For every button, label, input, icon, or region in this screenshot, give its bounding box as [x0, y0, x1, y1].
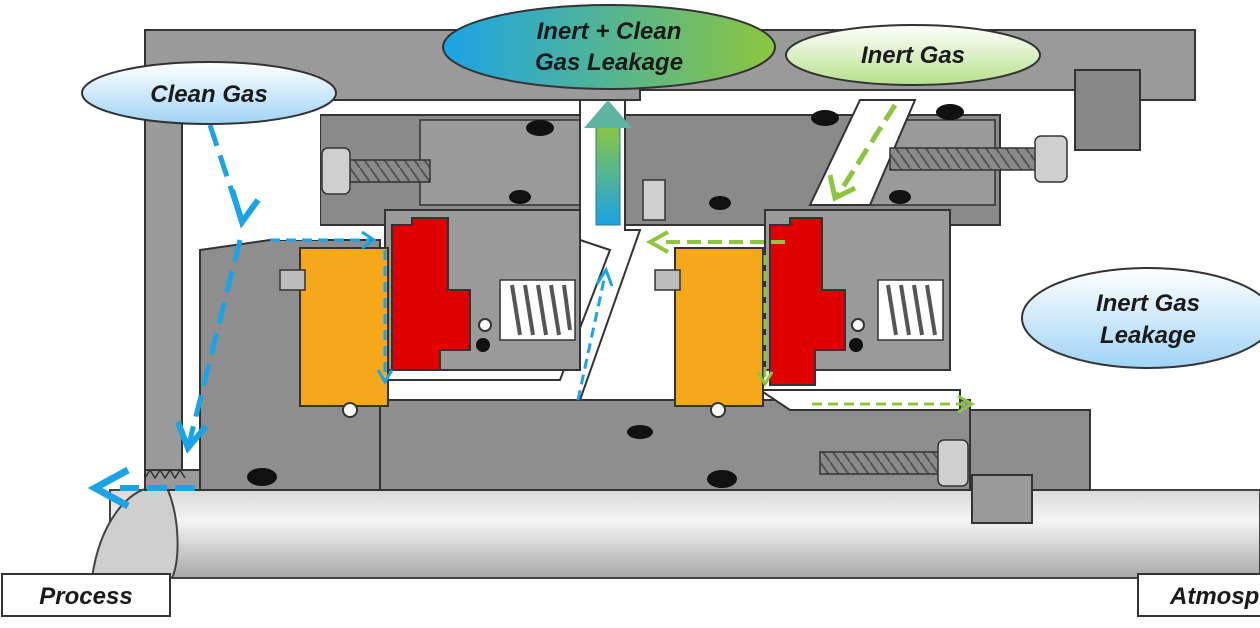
inert-clean-leakage-label-line2: Gas Leakage — [535, 49, 683, 76]
clean-gas-label: Clean Gas — [150, 81, 267, 108]
inert-gas-callout: Inert Gas — [785, 24, 1041, 86]
inert-gas-flow — [645, 103, 976, 414]
clean-gas-callout: Clean Gas — [81, 61, 337, 125]
outboard-rotating-face — [769, 217, 846, 386]
inert-gas-leakage-label-line1: Inert Gas — [1096, 290, 1200, 317]
inert-clean-leakage-callout: Inert + Clean Gas Leakage — [442, 4, 776, 90]
shaft — [90, 486, 1260, 579]
process-side-box: Process — [1, 573, 171, 617]
outboard-stationary-face — [674, 247, 764, 407]
cartridge-body — [199, 69, 1141, 524]
inboard-seal — [279, 209, 581, 418]
vent-arrow — [584, 100, 632, 226]
process-label: Process — [39, 583, 132, 610]
inboard-rotating-face — [391, 217, 471, 371]
atmosphere-side-box: Atmosp — [1137, 573, 1260, 617]
inboard-stationary-face — [299, 247, 389, 407]
inert-gas-leakage-callout: Inert Gas Leakage — [1021, 267, 1260, 369]
clean-gas-flow — [87, 124, 614, 510]
atmosphere-label: Atmosp — [1169, 583, 1259, 610]
inert-gas-label: Inert Gas — [861, 42, 965, 69]
cap-screws — [321, 135, 1068, 487]
inert-clean-leakage-label-line1: Inert + Clean — [537, 18, 682, 45]
inert-gas-leakage-label-line2: Leakage — [1100, 322, 1196, 349]
o-rings — [247, 104, 964, 488]
outboard-seal — [642, 179, 951, 418]
